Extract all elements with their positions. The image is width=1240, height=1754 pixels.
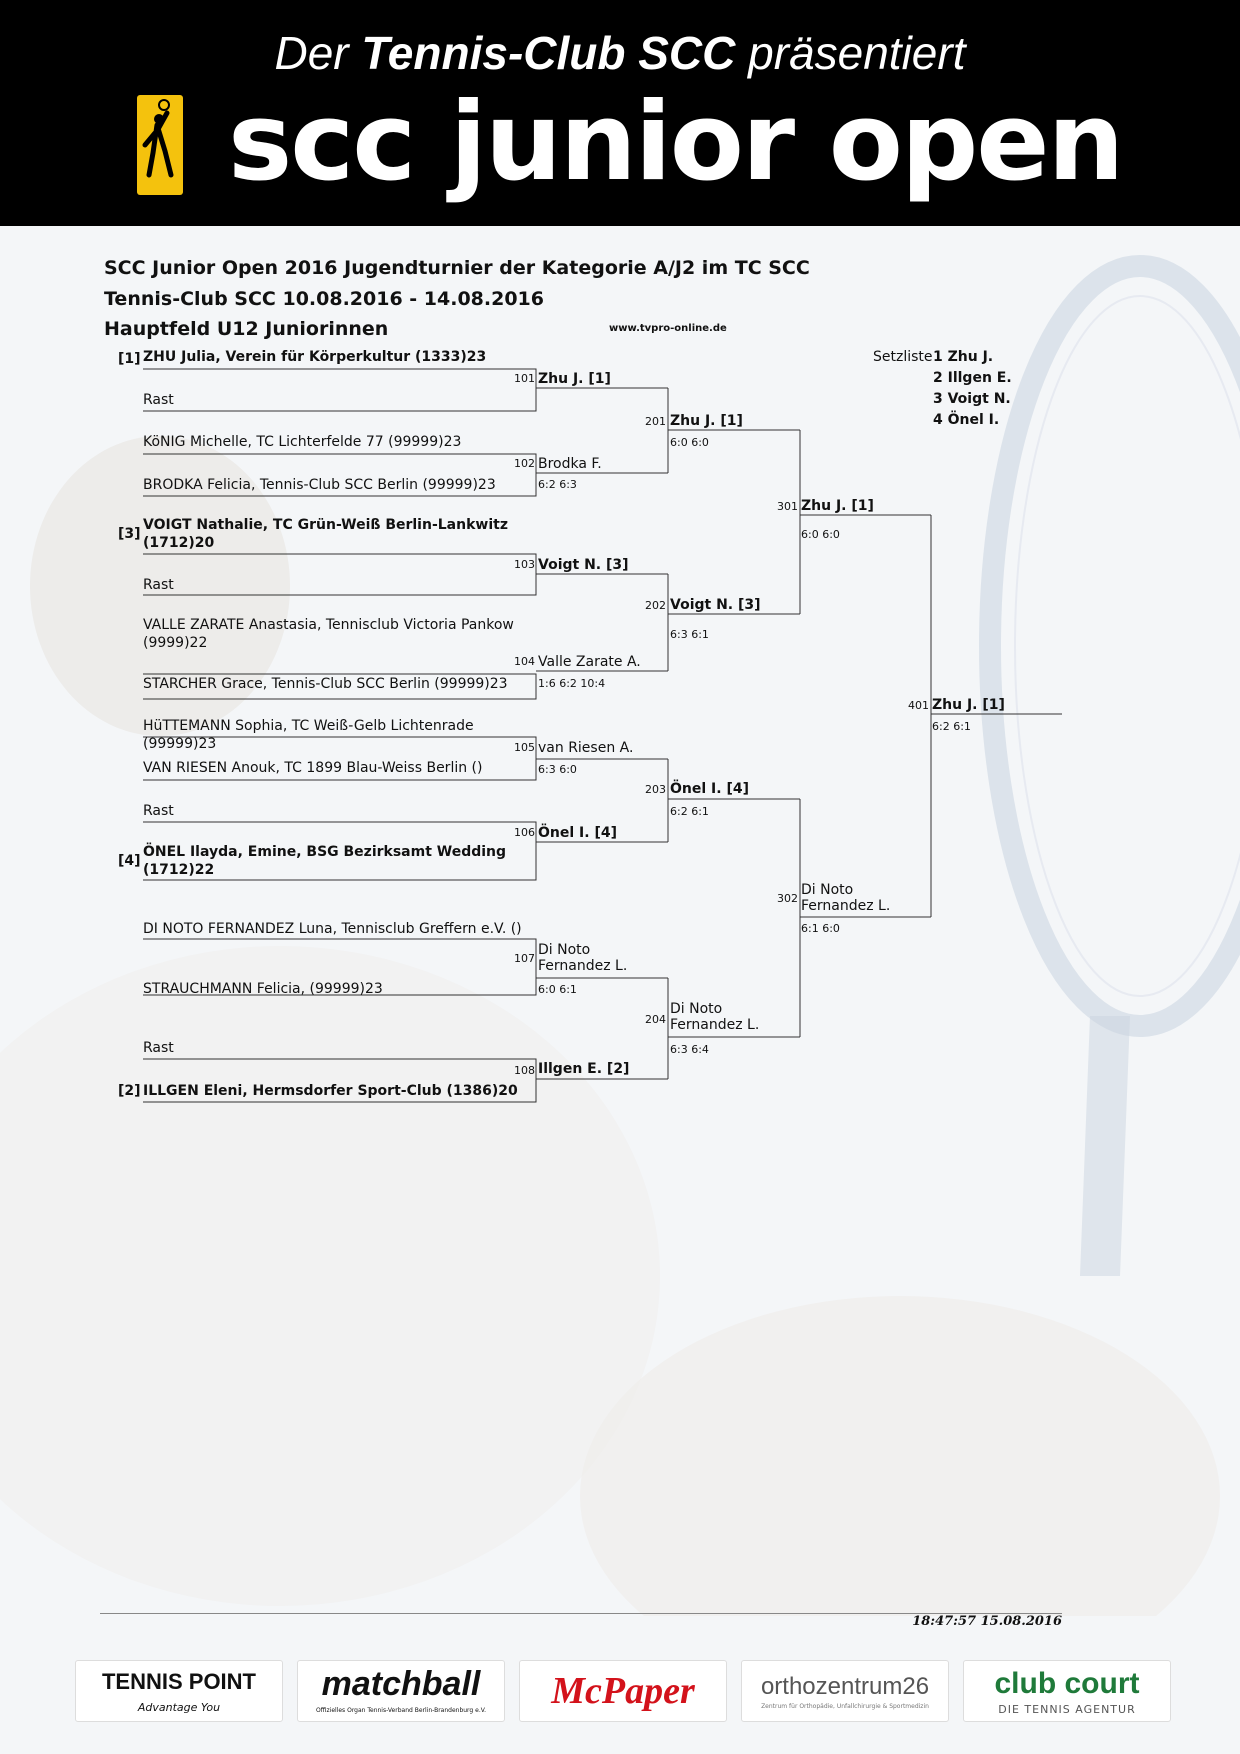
sponsor-logo-clubcourt[interactable]: club court DIE TENNIS AGENTUR xyxy=(963,1660,1171,1722)
seed-label: [1] xyxy=(118,351,141,367)
match-number: 105 xyxy=(514,741,535,754)
match-winner: Di Noto Fernandez L. xyxy=(670,1001,760,1033)
header-banner: Der Tennis-Club SCC präsentiert scc juni… xyxy=(0,0,1240,226)
match-winner: Önel I. [4] xyxy=(670,781,749,797)
match-number: 202 xyxy=(645,599,666,612)
sponsor-logo-orthozentrum[interactable]: orthozentrum26 Zentrum für Orthopädie, U… xyxy=(741,1660,949,1722)
match-score: 6:0 6:1 xyxy=(538,983,577,996)
player-entry: ÖNEL Ilayda, Emine, BSG Bezirksamt Weddi… xyxy=(143,844,507,878)
player-entry: KöNIG Michelle, TC Lichterfelde 77 (9999… xyxy=(143,434,462,450)
match-winner: Zhu J. [1] xyxy=(538,371,611,387)
seedlist-entry: 4 Önel I. xyxy=(933,412,1000,428)
match-number: 201 xyxy=(645,415,666,428)
match-number: 106 xyxy=(514,826,535,839)
tournament-winner: Zhu J. [1] xyxy=(932,697,1005,713)
match-number: 107 xyxy=(514,952,535,965)
match-winner: Zhu J. [1] xyxy=(801,498,874,514)
match-number: 301 xyxy=(777,500,798,513)
match-score: 6:0 6:0 xyxy=(801,528,840,541)
match-winner: Zhu J. [1] xyxy=(670,413,743,429)
sponsor-tagline: Zentrum für Orthopädie, Unfallchirurgie … xyxy=(761,1703,929,1710)
player-entry: BRODKA Felicia, Tennis-Club SCC Berlin (… xyxy=(143,477,496,493)
match-winner: Di Noto Fernandez L. xyxy=(538,942,628,974)
sponsor-logo-tennispoint[interactable]: TENNIS POINT Advantage You xyxy=(75,1660,283,1722)
banner-subtitle: Der Tennis-Club SCC präsentiert xyxy=(0,26,1240,80)
player-entry: Rast xyxy=(143,577,174,593)
player-entry: STRAUCHMANN Felicia, (99999)23 xyxy=(143,981,383,997)
match-number: 203 xyxy=(645,783,666,796)
banner-subtitle-post: präsentiert xyxy=(748,27,966,79)
match-score: 6:3 6:1 xyxy=(670,628,709,641)
player-entry: STARCHER Grace, Tennis-Club SCC Berlin (… xyxy=(143,676,508,692)
match-number: 102 xyxy=(514,457,535,470)
player-entry: DI NOTO FERNANDEZ Luna, Tennisclub Greff… xyxy=(143,921,522,937)
banner-subtitle-club: Tennis-Club SCC xyxy=(361,27,736,79)
match-number: 108 xyxy=(514,1064,535,1077)
sponsor-name: matchball xyxy=(321,1665,481,1703)
match-score: 6:1 6:0 xyxy=(801,922,840,935)
sponsor-tagline: Advantage You xyxy=(137,1701,221,1714)
match-score: 6:2 6:1 xyxy=(932,720,971,733)
match-score: 1:6 6:2 10:4 xyxy=(538,677,606,690)
sponsor-tagline: Offizielles Organ Tennis-Verband Berlin-… xyxy=(316,1707,486,1714)
player-entry: VOIGT Nathalie, TC Grün-Weiß Berlin-Lank… xyxy=(143,517,508,551)
tournament-title: SCC Junior Open 2016 Jugendturnier der K… xyxy=(104,257,810,279)
seed-label: [4] xyxy=(118,853,141,869)
banner-subtitle-pre: Der xyxy=(274,27,349,79)
match-winner: van Riesen A. xyxy=(538,740,634,756)
match-winner: Voigt N. [3] xyxy=(670,597,761,613)
sponsor-name: McPaper xyxy=(551,1670,695,1712)
match-score: 6:3 6:4 xyxy=(670,1043,709,1056)
match-score: 6:0 6:0 xyxy=(670,436,709,449)
seedlist-entry: 3 Voigt N. xyxy=(933,391,1011,407)
match-score: 6:2 6:3 xyxy=(538,478,577,491)
seedlist-entry: 1 Zhu J. xyxy=(933,349,994,365)
player-entry: HüTTEMANN Sophia, TC Weiß-Gelb Lichtenra… xyxy=(143,718,474,752)
match-winner: Önel I. [4] xyxy=(538,825,617,841)
print-timestamp: 18:47:57 15.08.2016 xyxy=(912,1614,1062,1629)
sponsor-logo-matchball[interactable]: matchball Offizielles Organ Tennis-Verba… xyxy=(297,1660,505,1722)
match-score: 6:3 6:0 xyxy=(538,763,577,776)
player-entry: Rast xyxy=(143,803,174,819)
seed-label: [2] xyxy=(118,1083,141,1099)
seedlist-entry: 2 Illgen E. xyxy=(933,370,1012,386)
match-winner: Voigt N. [3] xyxy=(538,557,629,573)
seedlist-label: Setzliste xyxy=(873,349,933,365)
club-and-dates: Tennis-Club SCC 10.08.2016 - 14.08.2016 xyxy=(104,288,544,310)
match-number: 204 xyxy=(645,1013,666,1026)
sponsor-logo-mcpaper[interactable]: McPaper xyxy=(519,1660,727,1722)
match-number: 104 xyxy=(514,655,535,668)
match-number: 302 xyxy=(777,892,798,905)
sponsor-name: orthozentrum26 xyxy=(760,1673,930,1700)
match-winner: Valle Zarate A. xyxy=(538,654,641,670)
sponsor-name: TENNIS POINT xyxy=(101,1669,256,1694)
tennis-player-logo-icon xyxy=(137,95,183,195)
footer-divider xyxy=(100,1613,1062,1614)
match-number: 101 xyxy=(514,372,535,385)
player-entry: Rast xyxy=(143,1040,174,1056)
player-entry: Rast xyxy=(143,392,174,408)
draw-name: Hauptfeld U12 Juniorinnen xyxy=(104,318,389,340)
player-entry: ILLGEN Eleni, Hermsdorfer Sport-Club (13… xyxy=(143,1083,518,1099)
sponsor-name: club court xyxy=(994,1667,1140,1700)
match-winner: Illgen E. [2] xyxy=(538,1061,630,1077)
seed-label: [3] xyxy=(118,526,141,542)
player-entry: ZHU Julia, Verein für Körperkultur (1333… xyxy=(143,349,487,365)
banner-title: scc junior open xyxy=(228,80,1124,205)
match-winner: Brodka F. xyxy=(538,456,602,472)
sponsor-tagline: DIE TENNIS AGENTUR xyxy=(998,1703,1136,1716)
player-entry: VALLE ZARATE Anastasia, Tennisclub Victo… xyxy=(143,617,514,651)
match-number: 401 xyxy=(908,699,929,712)
player-entry: VAN RIESEN Anouk, TC 1899 Blau-Weiss Ber… xyxy=(143,760,483,776)
match-winner: Di Noto Fernandez L. xyxy=(801,882,891,914)
match-score: 6:2 6:1 xyxy=(670,805,709,818)
match-number: 103 xyxy=(514,558,535,571)
website-link[interactable]: www.tvpro-online.de xyxy=(609,323,727,334)
